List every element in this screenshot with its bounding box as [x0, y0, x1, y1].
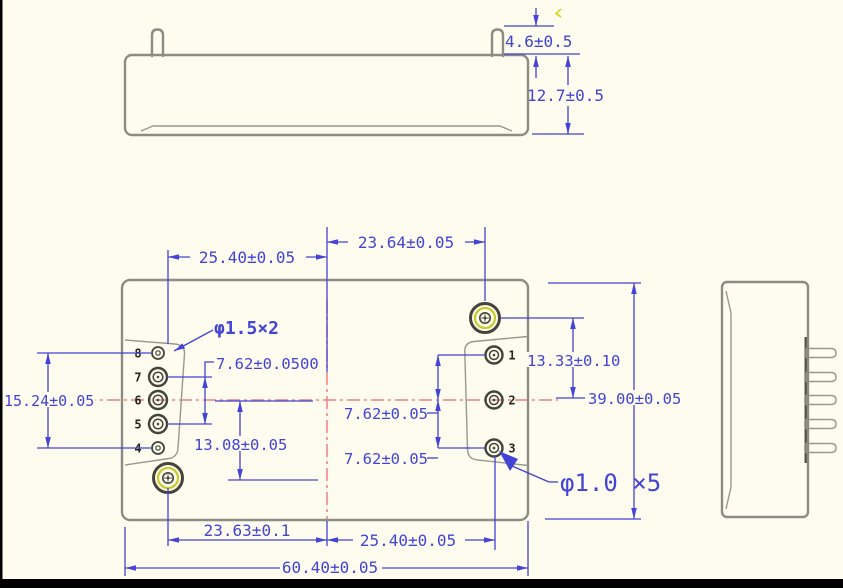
dim-left-span: 15.24±0.05 [4, 392, 94, 410]
mounting-hole-top-right [469, 302, 501, 334]
top-view-left-pin [150, 28, 165, 58]
front-view-body [120, 278, 530, 522]
side-view [720, 280, 837, 519]
dim-body-height-side: 12.7±0.5 [527, 86, 604, 105]
dim-hole-to-pin: 13.33±0.10 [527, 352, 620, 370]
top-view-body [123, 53, 530, 137]
right-connector-outline [464, 335, 529, 467]
pin-number-1: 1 [508, 349, 515, 363]
dim-right-pitch-upper: 7.62±0.05 [344, 405, 428, 423]
dim-right-pitch-lower: 7.62±0.05 [344, 450, 428, 468]
dim-bottom-right: 25.40±0.05 [360, 531, 456, 550]
label-pin-holes: φ1.0 ×5 [560, 469, 661, 497]
pin-number-6: 6 [134, 394, 141, 408]
frame-left-edge [0, 0, 3, 588]
dim-top-right: 23.64±0.05 [358, 233, 454, 252]
artifact-mark [554, 8, 562, 18]
pin-number-5: 5 [134, 418, 141, 432]
top-view-base-step [140, 125, 513, 132]
dim-left-offset: 13.08±0.05 [194, 436, 287, 454]
side-view-step [725, 290, 732, 510]
frame-bottom-edge [0, 579, 843, 588]
dim-pin-height: 4.6±0.5 [505, 32, 572, 51]
dim-body-height: 39.00±0.05 [588, 390, 681, 408]
pin-number-3: 3 [508, 442, 515, 456]
dim-body-width: 60.40±0.05 [282, 558, 378, 577]
dim-top-left: 25.40±0.05 [199, 248, 295, 267]
label-small-holes: φ1.5×2 [214, 318, 279, 339]
top-view-dimensions: 4.6±0.5 12.7±0.5 [504, 8, 604, 135]
pin-number-2: 2 [508, 394, 515, 408]
top-view [123, 28, 530, 137]
dim-bottom-left: 23.63±0.1 [204, 521, 291, 540]
right-pin-field: 1 2 3 [484, 345, 516, 458]
side-view-body [720, 280, 810, 519]
side-view-pins [805, 347, 837, 454]
dim-left-pitch: 7.62±0.0500 [216, 355, 319, 373]
top-view-right-pin [490, 28, 505, 58]
pin-number-7: 7 [134, 371, 141, 385]
